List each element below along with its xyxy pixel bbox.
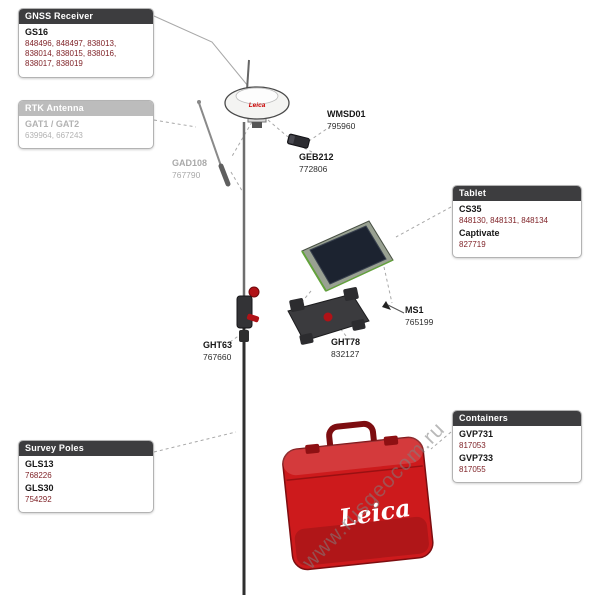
gad108-model: GAD108	[172, 158, 208, 168]
survey-pole-model: GLS30	[25, 483, 54, 494]
label-wmsd01: WMSD01 795960	[327, 109, 366, 131]
tablet-model: CS35	[459, 204, 482, 214]
callout-survey-poles-title: Survey Poles	[19, 441, 153, 456]
ms1-model: MS1	[405, 305, 424, 315]
container-model: GVP733	[459, 453, 494, 464]
callout-gnss-receiver-title: GNSS Receiver	[19, 9, 153, 24]
callout-tablet: Tablet CS35 848130, 848131, 848134 Capti…	[452, 185, 582, 259]
ght78-model: GHT78	[331, 337, 361, 347]
survey-pole	[239, 59, 250, 595]
gnss-antenna-dome: Leica	[224, 86, 290, 128]
callout-containers-title: Containers	[453, 411, 581, 426]
tablet-software-part-number: 827719	[459, 239, 486, 249]
pole-clamp-ght63	[236, 286, 260, 329]
geb212-part-number: 772806	[299, 163, 328, 174]
gnss-receiver-part-numbers: 848496, 848497, 838013, 838014, 838015, …	[25, 38, 117, 69]
tablet-holder-ght78	[287, 287, 370, 345]
ms1-part-number: 765199	[405, 316, 434, 327]
survey-pole-model: GLS13	[25, 459, 54, 469]
ght78-part-number: 832127	[331, 348, 360, 359]
label-ght78: GHT78 832127	[331, 337, 360, 359]
survey-pole-part-number: 768226	[25, 470, 52, 480]
wmsd01-part-number: 795960	[327, 120, 356, 131]
label-geb212: GEB212 772806	[299, 152, 334, 174]
antenna-leica-logo: Leica	[249, 102, 266, 109]
callout-gnss-receiver: GNSS Receiver GS16 848496, 848497, 83801…	[18, 8, 154, 78]
ght63-part-number: 767660	[203, 351, 232, 362]
callout-containers: Containers GVP731 817053 GVP733 817055	[452, 410, 582, 484]
rtk-antenna-part-numbers: 639964, 667243	[25, 130, 83, 140]
tablet-part-numbers: 848130, 848131, 848134	[459, 215, 548, 225]
gnss-receiver-model: GS16	[25, 27, 49, 37]
container-model: GVP731	[459, 429, 494, 439]
callout-tablet-body: CS35 848130, 848131, 848134 Captivate 82…	[453, 201, 581, 257]
ght63-model: GHT63	[203, 340, 233, 350]
label-ms1: MS1 765199	[405, 305, 433, 327]
gad108-part-number: 767790	[172, 169, 201, 180]
callout-gnss-receiver-body: GS16 848496, 848497, 838013, 838014, 838…	[19, 24, 153, 77]
transport-case: Leica	[282, 420, 434, 571]
label-ght63: GHT63 767660	[203, 340, 232, 362]
connector-lines	[153, 15, 452, 453]
rtk-whip-antenna	[197, 100, 231, 187]
tablet-software: Captivate	[459, 228, 500, 239]
rtk-antenna-model: GAT1 / GAT2	[25, 119, 80, 129]
geb212-model: GEB212	[299, 152, 334, 162]
case-handle	[326, 420, 378, 449]
callout-tablet-title: Tablet	[453, 186, 581, 201]
ms1-pointer-line	[387, 304, 405, 314]
survey-pole-part-number: 754292	[25, 494, 52, 504]
container-part-number: 817053	[459, 440, 486, 450]
callout-rtk-antenna-body: GAT1 / GAT2 639964, 667243	[19, 116, 153, 148]
callout-containers-body: GVP731 817053 GVP733 817055	[453, 426, 581, 482]
callout-survey-poles: Survey Poles GLS13 768226 GLS30 754292	[18, 440, 154, 514]
callout-rtk-antenna: RTK Antenna GAT1 / GAT2 639964, 667243	[18, 100, 154, 150]
ms1-arrow	[382, 301, 391, 310]
callout-rtk-antenna-title: RTK Antenna	[19, 101, 153, 116]
callout-survey-poles-body: GLS13 768226 GLS30 754292	[19, 456, 153, 512]
battery-geb212	[287, 133, 310, 149]
label-gad108: GAD108 767790	[172, 158, 207, 180]
tablet-cs35	[301, 220, 394, 292]
container-part-number: 817055	[459, 464, 486, 474]
wmsd01-model: WMSD01	[327, 109, 366, 119]
